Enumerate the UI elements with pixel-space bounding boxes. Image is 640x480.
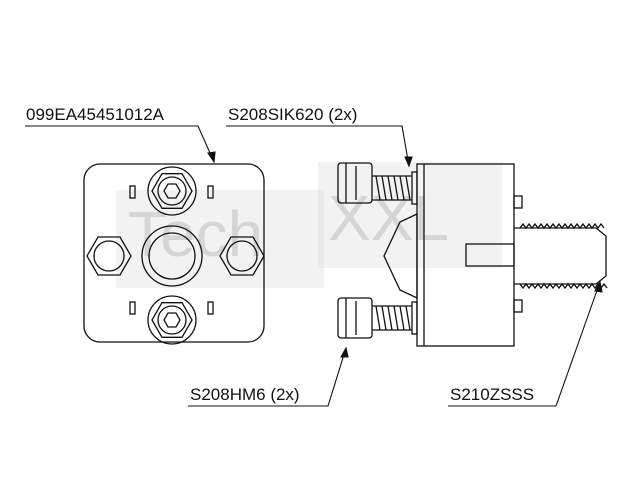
watermark-text-right: XXL [328,182,449,254]
arrowhead [340,346,349,358]
socket-ring [157,305,187,335]
boss-outer [141,225,203,287]
arrowhead [207,151,216,164]
hex-nut [86,236,132,276]
hex-nut [151,302,193,338]
label-cap-screw-top: S208SIK620 (2x) [228,105,357,124]
screw-threads [372,305,412,331]
arrowhead [404,156,413,168]
label-threaded-stem: S210ZSSS [450,385,534,404]
watermark-box [116,190,324,288]
leader-lines [25,125,603,407]
hex-nut [151,173,193,209]
leader-bottom-right [448,281,601,407]
slot [207,301,214,315]
stud-face [93,240,125,272]
stud-face [226,240,258,272]
right-hex-stud [219,236,265,276]
screw-shoulder [411,171,418,205]
side-nub [513,299,523,313]
screw-threads [372,175,412,201]
stem-outline [514,227,607,285]
bottom-cap-screw [337,297,418,339]
screw-shoulder [411,301,418,335]
screw-head [337,162,373,204]
left-hex-stud [86,236,132,276]
screw-head [337,297,373,339]
top-hex-bolt [147,166,197,216]
side-nub [513,195,523,209]
stem-threads [519,222,608,290]
slot [129,301,136,315]
cone-boss [383,212,418,300]
top-cap-screw [337,162,418,205]
watermark-text-left: Tech [128,198,263,270]
leader-bottom-left [188,347,347,407]
arrowhead [594,280,603,293]
housing-slots [129,185,214,315]
washer-ring [147,295,197,345]
stem-flange [465,243,515,267]
bottom-hex-bolt [147,295,197,345]
center-boss [141,225,203,287]
socket-ring [157,176,187,206]
hex-nut [219,236,265,276]
boss-inner [148,232,196,280]
hex-socket [163,183,181,199]
label-housing-part-number: 099EA45451012A [26,105,165,124]
label-cap-screw-bottom: S208HM6 (2x) [190,385,300,404]
watermark-box-right [318,162,502,268]
leader-top-left [25,125,215,163]
slot [207,185,214,199]
watermark: Tech XXL [116,162,502,288]
housing-outline [83,163,265,343]
washer-ring [147,166,197,216]
slot [129,185,136,199]
leader-top-right [226,125,410,167]
side-view [337,162,608,347]
hex-socket [163,312,181,328]
threaded-stem [514,222,608,290]
front-view [83,163,265,345]
